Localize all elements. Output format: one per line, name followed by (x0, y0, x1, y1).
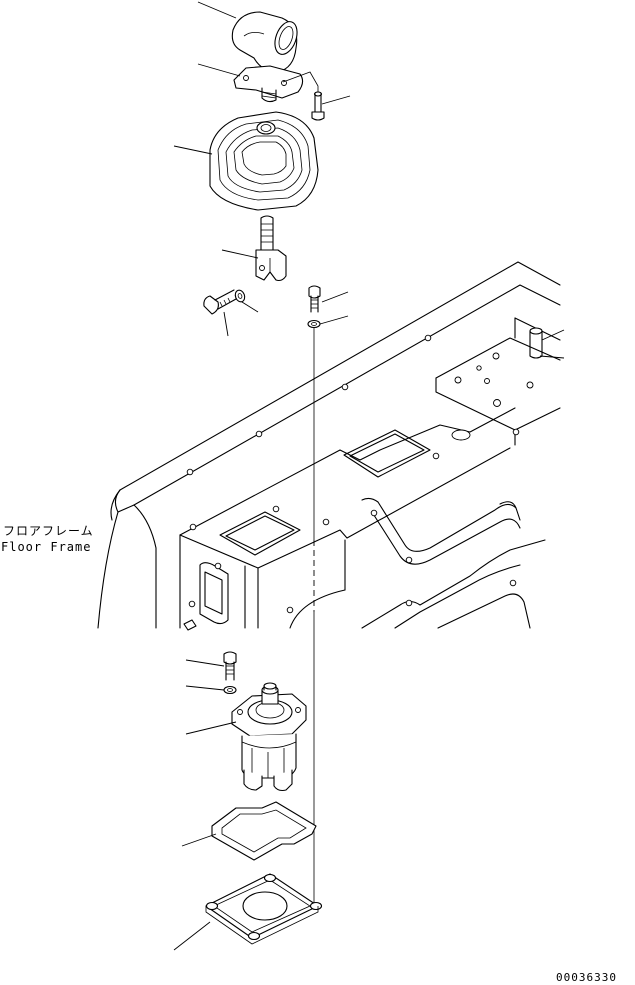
knob-bracket (233, 65, 319, 103)
base-plate (205, 873, 323, 945)
rubber-boot (209, 111, 319, 211)
bracket-bolt (311, 91, 325, 121)
adaptor-washer (234, 289, 246, 303)
valve-mount-bolt (223, 651, 237, 681)
floor-frame-label-jp: フロアフレーム (3, 524, 94, 538)
floor-frame-label-en: Floor Frame (1, 540, 92, 554)
upper-mount-washer (307, 319, 321, 329)
gasket (211, 801, 317, 861)
floor-frame (97, 261, 561, 631)
upper-mount-bolt (308, 285, 321, 313)
adaptor-bolt (203, 289, 237, 315)
lever-knob (231, 11, 298, 73)
ppc-valve (231, 682, 307, 792)
leader-lines (173, 1, 565, 951)
lever-adaptor (255, 215, 287, 282)
drawing-number: 00036330 (556, 971, 617, 984)
valve-mount-washer (223, 685, 237, 695)
